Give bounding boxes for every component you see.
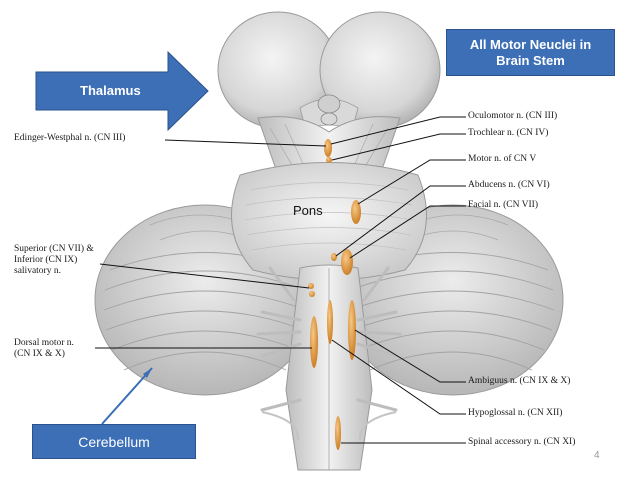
spinal-accessory-label: Spinal accessory n. (CN XI)	[468, 437, 576, 447]
thalamus-shape	[217, 11, 441, 131]
motor-v-nucleus	[351, 200, 361, 224]
hypoglossal-nucleus	[327, 300, 333, 344]
dorsal-motor-label: Dorsal motor n. (CN IX & X)	[14, 338, 74, 359]
pons-label: Pons	[293, 203, 323, 218]
facial-nucleus	[341, 249, 353, 275]
edinger-westphal-label: Edinger-Westphal n. (CN III)	[14, 133, 126, 143]
motor-v-label: Motor n. of CN V	[468, 154, 537, 164]
oculomotor-label: Oculomotor n. (CN III)	[468, 111, 558, 121]
thalamus-label: Thalamus	[80, 83, 141, 98]
cerebellum-pointer	[101, 367, 153, 425]
page-number: 4	[594, 450, 600, 461]
trochlear-label: Trochlear n. (CN IV)	[468, 128, 549, 138]
dorsal-motor-nucleus	[310, 316, 318, 368]
trochlear-nucleus	[326, 157, 332, 163]
motor-nuclei-callout: All Motor Neuclei in Brain Stem	[446, 29, 615, 76]
hypoglossal-label: Hypoglossal n. (CN XII)	[468, 408, 563, 418]
cerebellum-callout: Cerebellum	[32, 424, 196, 459]
salivatory-label: Superior (CN VII) & Inferior (CN IX) sal…	[14, 244, 94, 276]
leader-lines	[95, 116, 466, 444]
salivatory-nucleus-2	[309, 291, 315, 297]
thalamus-arrow	[35, 50, 209, 132]
abducens-nucleus	[331, 253, 337, 261]
ambiguus-nucleus	[348, 300, 356, 360]
abducens-label: Abducens n. (CN VI)	[468, 180, 550, 190]
facial-label: Facial n. (CN VII)	[468, 200, 539, 210]
salivatory-nucleus-1	[308, 283, 314, 289]
ambiguus-label: Ambiguus n. (CN IX & X)	[468, 376, 571, 386]
oculomotor-nucleus	[324, 139, 332, 157]
spinal-accessory-nucleus	[335, 416, 341, 450]
nuclei	[308, 139, 361, 450]
